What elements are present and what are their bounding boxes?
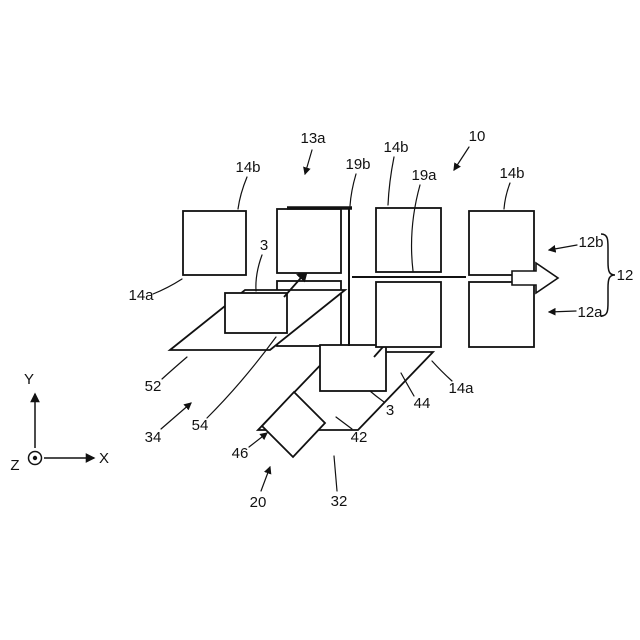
label-10: 10 [469, 128, 486, 145]
label-13a: 13a [300, 130, 326, 147]
label-14b-top1: 14b [235, 159, 260, 176]
leader-42 [335, 416, 353, 430]
component-3-lower [319, 344, 387, 392]
leader-19a [410, 184, 421, 272]
label-14a-left: 14a [128, 287, 154, 304]
label-19a: 19a [411, 167, 437, 184]
label-46: 46 [232, 445, 249, 462]
leader-3-upper [255, 254, 263, 292]
component-3-upper [224, 292, 288, 334]
leader-19b [349, 173, 357, 207]
label-12b: 12b [578, 234, 603, 251]
arrow-34 [160, 402, 192, 430]
axis-indicator: Y X Z [10, 371, 109, 474]
arrow-12a [547, 307, 577, 316]
output-beam-arrow-icon [511, 261, 560, 295]
leader-44 [400, 372, 415, 397]
label-14b-top3: 14b [499, 165, 524, 182]
label-3-lower: 3 [386, 402, 394, 419]
leader-14b-top2 [387, 156, 395, 206]
square-col4-12a [468, 281, 535, 348]
label-32: 32 [331, 493, 348, 510]
label-12: 12 [617, 267, 634, 284]
label-54: 54 [192, 417, 209, 434]
label-20: 20 [250, 494, 267, 511]
label-44: 44 [414, 395, 431, 412]
leader-14b-top3 [503, 182, 511, 210]
leader-14b-top1 [237, 176, 248, 210]
beam-arrow-upper [283, 269, 309, 298]
label-12a: 12a [577, 304, 603, 321]
leader-32 [333, 455, 338, 492]
square-14b-col1 [182, 210, 247, 276]
label-3-upper: 3 [260, 237, 268, 254]
leader-54 [206, 336, 277, 419]
label-14a-right: 14a [448, 380, 474, 397]
arrow-46 [248, 432, 268, 448]
label-34: 34 [145, 429, 162, 446]
leader-3-lower [369, 390, 385, 403]
tilted-square-46 [260, 390, 327, 459]
label-19b: 19b [345, 156, 370, 173]
axis-y-label: Y [24, 371, 34, 388]
label-52: 52 [145, 378, 162, 395]
leader-52 [161, 356, 188, 380]
brace-12 [600, 233, 616, 317]
axis-z-dot-icon [32, 455, 38, 461]
label-42: 42 [351, 429, 368, 446]
leader-14a-left [152, 278, 183, 295]
axis-z-label: Z [10, 457, 19, 474]
axis-x-label: X [99, 450, 109, 467]
leader-14a-right [431, 360, 453, 382]
arrow-10 [453, 146, 470, 171]
square-14b-col3 [375, 207, 442, 273]
square-14b-col2 [276, 208, 342, 274]
square-14b-col4-12b [468, 210, 535, 276]
label-14b-top2: 14b [383, 139, 408, 156]
arrow-13a [303, 149, 313, 176]
arrow-20 [260, 465, 272, 492]
arrow-12b [547, 244, 578, 253]
square-14a-col3 [375, 281, 442, 348]
